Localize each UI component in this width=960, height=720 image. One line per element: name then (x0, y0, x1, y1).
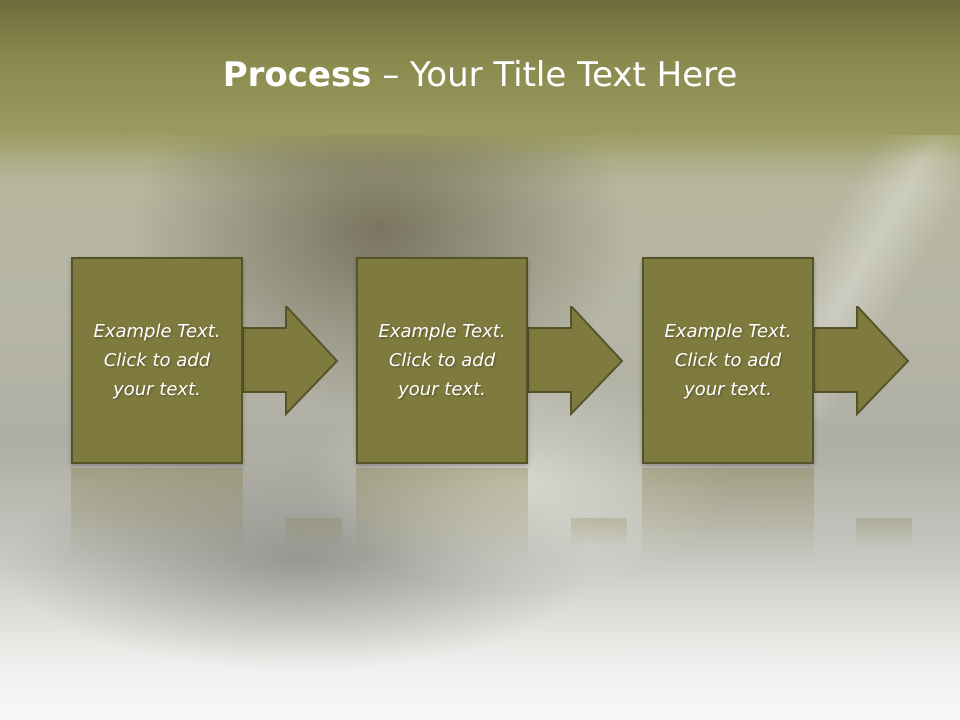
step-3-line-3: your text. (684, 379, 772, 400)
arrow-right-icon[interactable] (528, 306, 624, 416)
step-1-reflection (71, 468, 243, 563)
title-bold: Process (222, 55, 372, 95)
step-2-reflection (356, 468, 528, 563)
arrow-right-icon[interactable] (814, 306, 910, 416)
step-3-line-2: Click to add (674, 350, 782, 371)
title-rest: – Your Title Text Here (371, 55, 738, 95)
step-1-text[interactable]: Example Text. Click to add your text. (77, 317, 237, 404)
step-2-line-2: Click to add (388, 350, 496, 371)
step-1-line-3: your text. (113, 379, 201, 400)
step-1-line-1: Example Text. (93, 321, 221, 342)
arrow-2-reflection (571, 518, 627, 548)
arrow-3-reflection (856, 518, 912, 548)
step-2-line-1: Example Text. (378, 321, 506, 342)
step-2-text[interactable]: Example Text. Click to add your text. (362, 317, 522, 404)
step-1-line-2: Click to add (103, 350, 211, 371)
arrow-right-icon[interactable] (243, 306, 339, 416)
step-3-line-1: Example Text. (664, 321, 792, 342)
slide-title[interactable]: Process – Your Title Text Here (0, 52, 960, 98)
step-3-reflection (642, 468, 814, 563)
step-2-line-3: your text. (398, 379, 486, 400)
title-band (0, 0, 960, 135)
title-band-fade (0, 120, 960, 160)
step-3-box[interactable]: Example Text. Click to add your text. (642, 257, 814, 464)
step-1-box[interactable]: Example Text. Click to add your text. (71, 257, 243, 464)
step-3-text[interactable]: Example Text. Click to add your text. (648, 317, 808, 404)
step-2-box[interactable]: Example Text. Click to add your text. (356, 257, 528, 464)
arrow-1-reflection (286, 518, 342, 548)
